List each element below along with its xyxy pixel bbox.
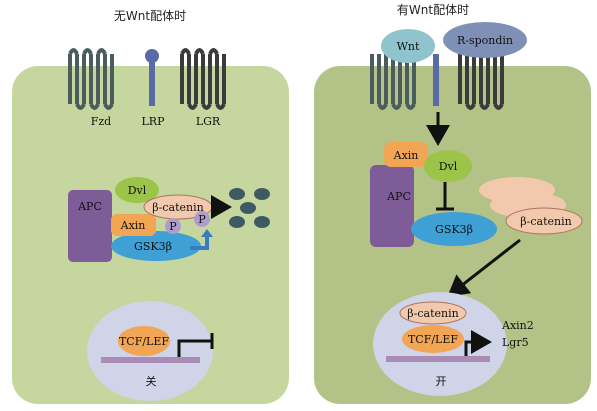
target-gene-lgr5: Lgr5 [502, 336, 529, 349]
right-gsk3b-label: GSK3β [435, 223, 473, 236]
right-lgr-receptor [458, 54, 504, 104]
left-panel-title: 无Wnt配体时 [114, 9, 186, 23]
beta-catenin-label: β-catenin [152, 201, 203, 214]
gene-activation-arrow [464, 330, 492, 356]
right-gsk3b-protein [411, 212, 497, 246]
left-gene-blocked [177, 339, 212, 357]
rspondin-ligand [443, 22, 527, 58]
nuclear-beta-catenin [399, 301, 467, 325]
phosphorylation-arrow [190, 236, 209, 250]
right-axin-label: Axin [393, 149, 419, 162]
right-panel: 有Wnt配体时 Wnt R-spondin APC GSK3β Axin Dvl [314, 3, 591, 404]
lgr-receptor [180, 54, 226, 104]
axin-protein [111, 214, 156, 236]
lrp-receptor [149, 56, 155, 106]
fzd-receptor [68, 54, 114, 104]
phospho-label-1: P [169, 220, 177, 233]
phospho-site-2 [194, 211, 210, 227]
right-panel-title: 有Wnt配体时 [397, 3, 469, 17]
gsk3b-protein [111, 231, 201, 261]
right-beta-catenin-protein [505, 207, 583, 235]
right-apc-label: APC [386, 190, 411, 203]
apc-protein [68, 190, 112, 262]
right-fzd-receptor [370, 54, 416, 104]
rspondin-label: R-spondin [457, 34, 513, 47]
wnt-ligand [381, 29, 435, 63]
right-dna [386, 356, 490, 362]
lrp-label: LRP [142, 115, 166, 128]
nuclear-beta-catenin-label: β-catenin [407, 307, 458, 320]
nuclear-translocation-arrow [447, 238, 521, 297]
right-tcf-lef-label: TCF/LEF [408, 333, 458, 346]
apc-label: APC [77, 200, 102, 213]
right-state-label: 开 [436, 375, 447, 388]
right-lrp-receptor [433, 54, 439, 106]
left-tcf-lef [118, 326, 170, 356]
phospho-site-1 [165, 218, 181, 234]
right-dvl-label: Dvl [439, 160, 458, 173]
target-gene-axin2: Axin2 [501, 319, 534, 332]
lgr-label: LGR [196, 115, 221, 128]
dvl-protein [115, 177, 159, 203]
fzd-label: Fzd [91, 115, 111, 128]
left-tcf-lef-label: TCF/LEF [119, 335, 169, 348]
right-tcf-lef [402, 325, 464, 353]
left-dna [101, 357, 200, 363]
right-beta-catenin-label: β-catenin [520, 215, 571, 228]
gsk3b-label: GSK3β [134, 240, 172, 253]
axin-label: Axin [120, 219, 146, 232]
degraded-beta-catenin-fragments [229, 188, 270, 228]
left-state-label: 关 [146, 374, 157, 388]
right-dvl-protein [424, 150, 472, 182]
left-panel: 无Wnt配体时 Fzd LRP LGR APC GSK3β Dvl Axin β… [12, 9, 289, 404]
dvl-label: Dvl [128, 184, 147, 197]
wnt-label: Wnt [397, 40, 420, 53]
phospho-label-2: P [198, 213, 206, 226]
right-apc-protein [370, 165, 414, 247]
right-axin-protein [384, 142, 428, 167]
